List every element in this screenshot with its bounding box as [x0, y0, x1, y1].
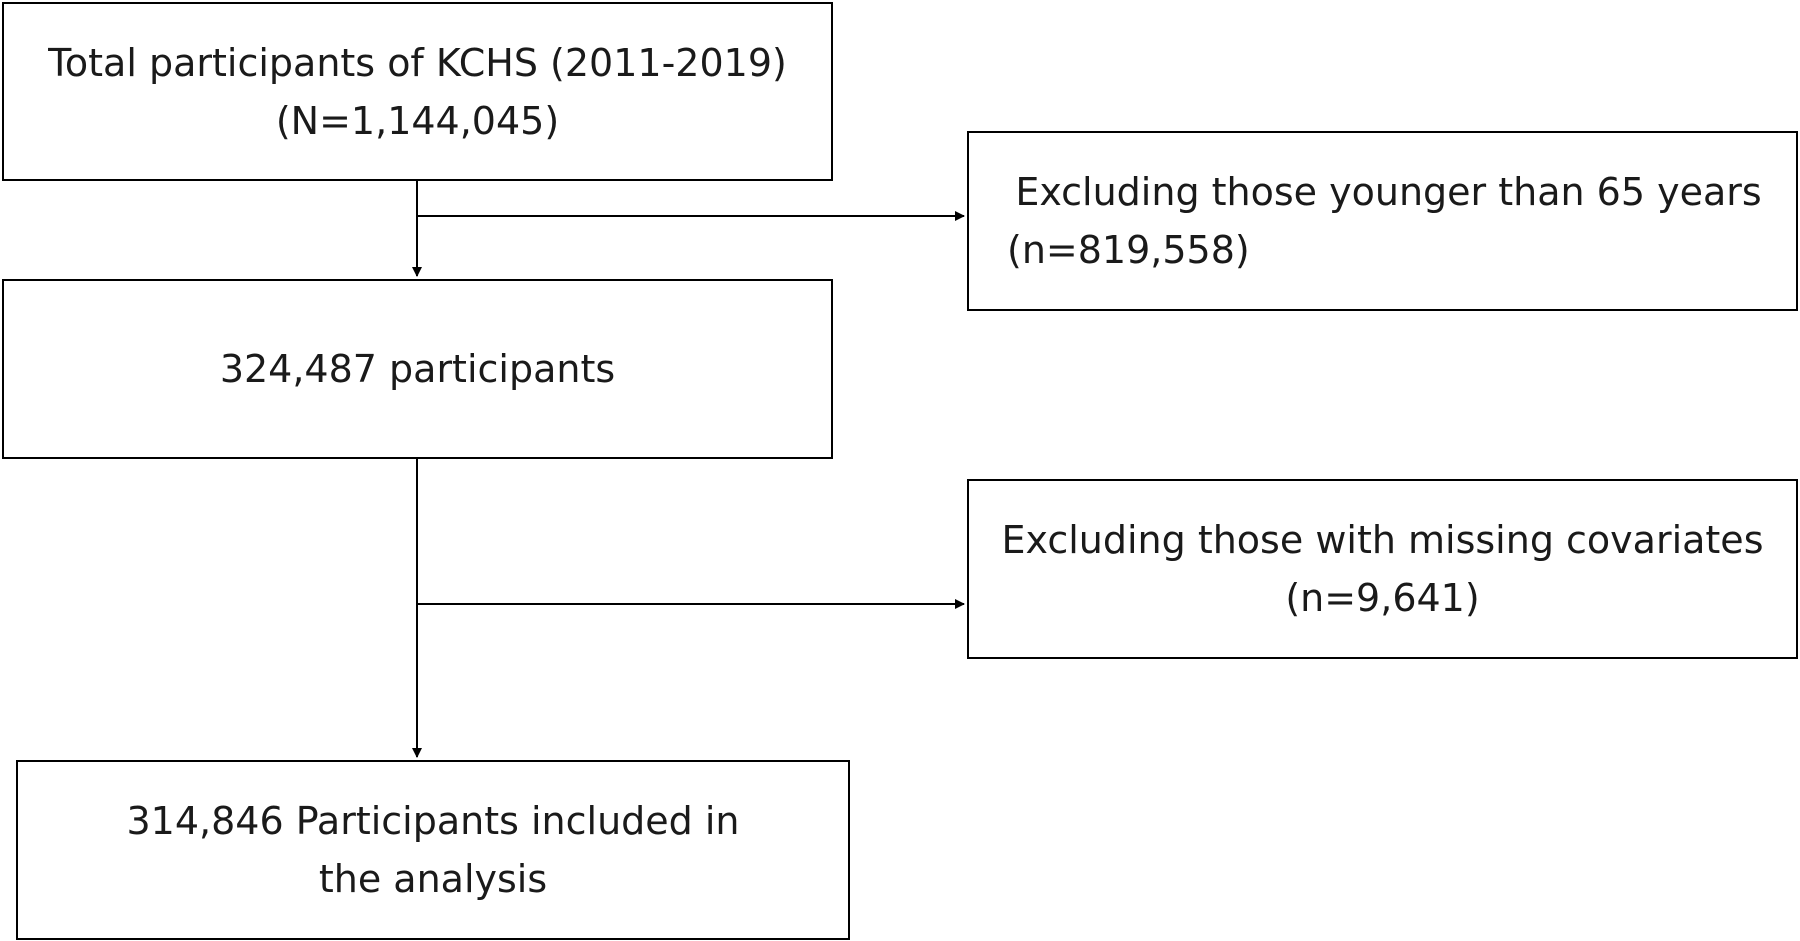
exclude-age-label: Excluding those younger than 65 years — [1015, 170, 1762, 214]
box-final-analysis: 314,846 Participants included in the ana… — [16, 760, 850, 940]
final-analysis-label-cont: the analysis — [318, 857, 548, 901]
final-analysis-label: 314,846 Participants included in — [126, 799, 740, 843]
remaining-participants-label: 324,487 participants — [219, 347, 616, 391]
exclude-missing-count: (n=9,641) — [1285, 576, 1480, 620]
box-remaining-participants: 324,487 participants — [2, 279, 833, 459]
exclude-age-count: (n=819,558) — [1007, 228, 1250, 272]
box-exclude-missing: Excluding those with missing covariates … — [967, 479, 1798, 659]
box-exclude-age: Excluding those younger than 65 years (n… — [967, 131, 1798, 311]
total-participants-label: Total participants of KCHS (2011-2019) — [48, 40, 787, 85]
total-participants-count: (N=1,144,045) — [275, 98, 560, 143]
exclude-missing-label: Excluding those with missing covariates — [1001, 518, 1764, 562]
box-total-participants: Total participants of KCHS (2011-2019) (… — [2, 2, 833, 181]
